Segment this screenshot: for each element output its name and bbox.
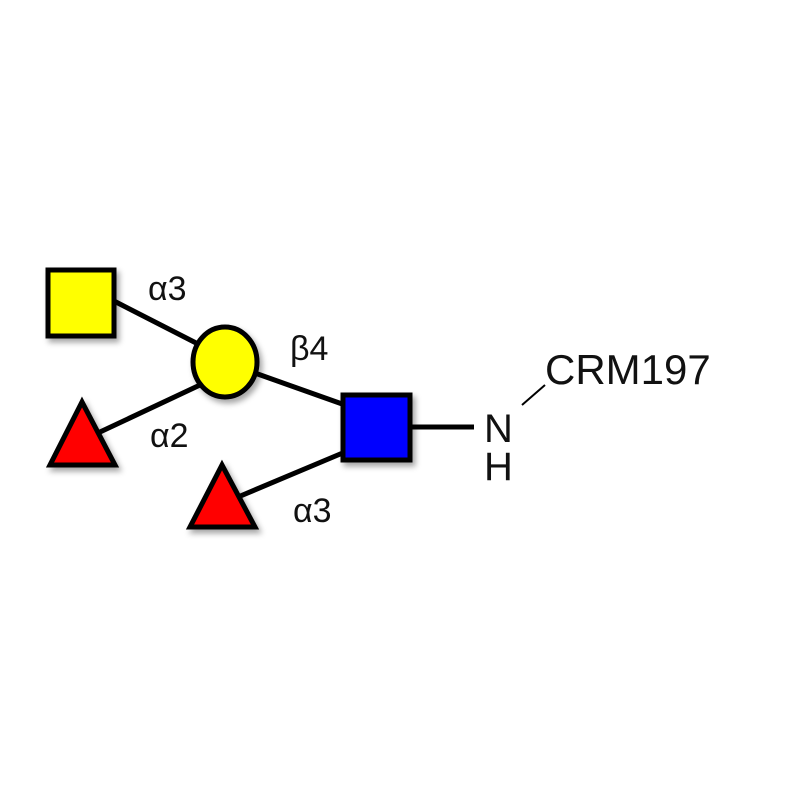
- linkage-label-fuc-glcnac: α3: [293, 492, 332, 530]
- bond-gal-glcnac: [251, 369, 346, 408]
- bond-galnac-gal: [110, 297, 202, 348]
- bond-fuc-glcnac: [237, 449, 346, 500]
- linkage-label-galnac-gal: α3: [148, 270, 187, 308]
- linker-h: H: [484, 445, 513, 489]
- bond-fuc-gal: [98, 382, 202, 435]
- fucose-triangle-bottom: [185, 459, 260, 530]
- linkage-label-fuc-gal: α2: [150, 417, 189, 455]
- gal-circle: [190, 324, 260, 400]
- fucose-triangle-left: [45, 396, 120, 468]
- linkage-label-gal-glcnac: β4: [290, 330, 328, 368]
- bonds: [98, 297, 474, 500]
- bond-nh-carrier: [521, 384, 546, 406]
- carrier-label: CRM197: [545, 346, 711, 393]
- galnac-square: [45, 267, 117, 339]
- glcnac-square: [340, 392, 413, 463]
- linker-n: N: [484, 407, 513, 451]
